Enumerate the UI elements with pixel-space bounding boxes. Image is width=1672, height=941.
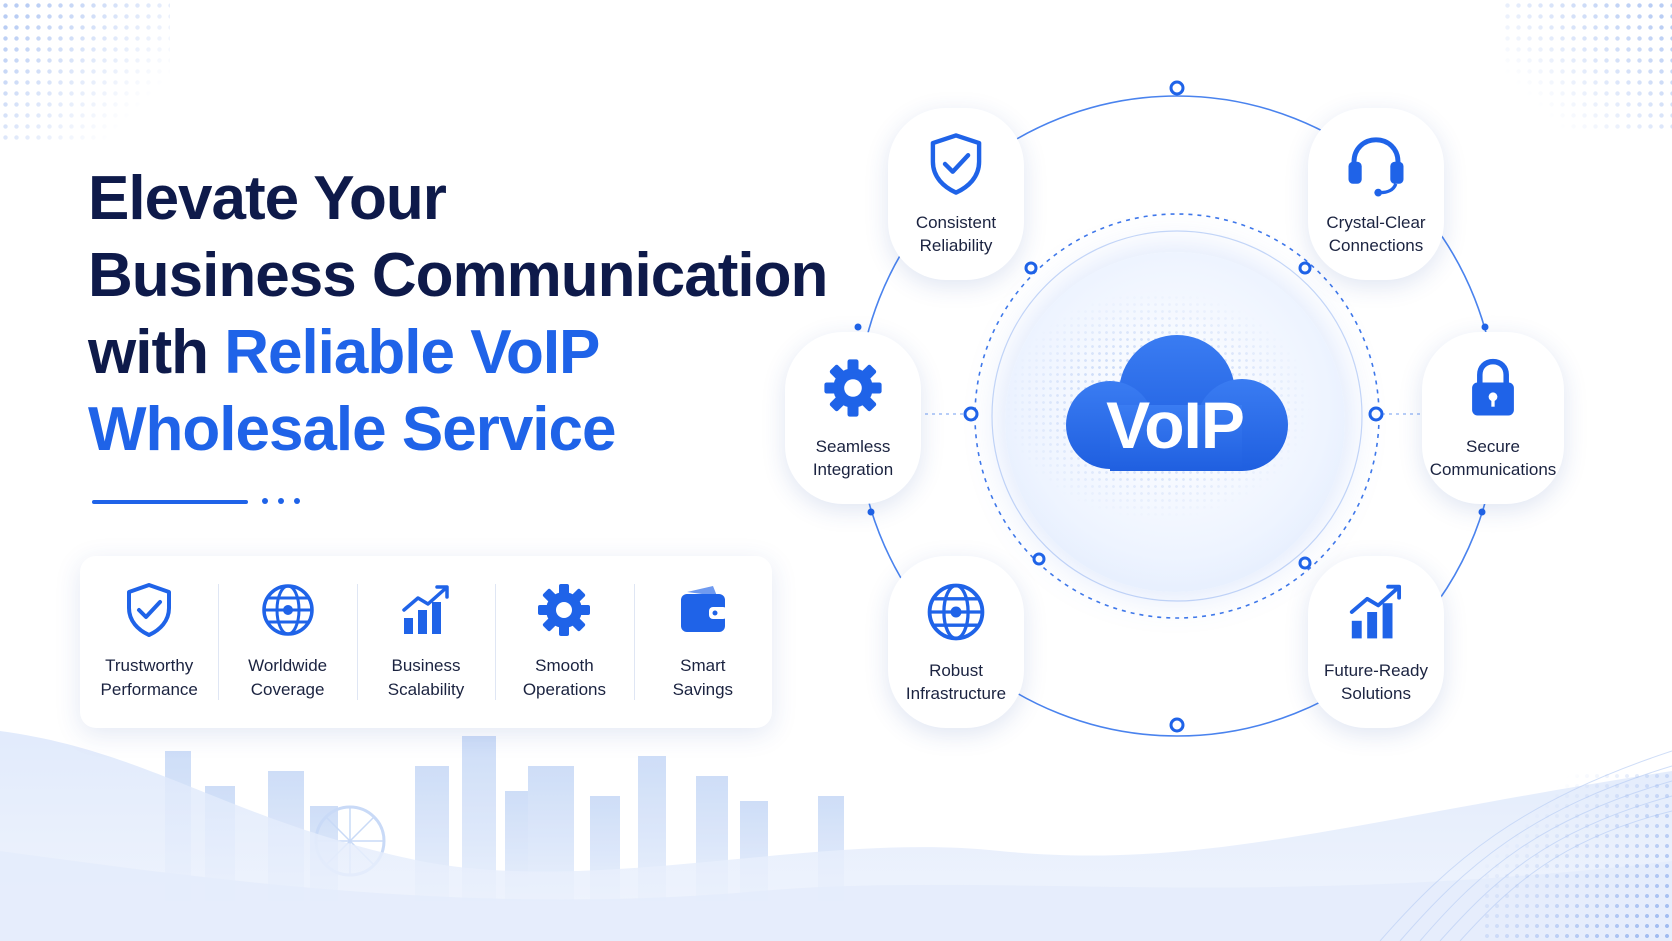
divider-dots — [262, 498, 300, 504]
feature-label: Business Scalability — [387, 656, 465, 699]
node-robust-infrastructure: Robust Infrastructure — [888, 556, 1024, 728]
feature-item-trustworthy-performance: Trustworthy Performance — [80, 556, 218, 728]
node-label: Future-Ready Solutions — [1324, 661, 1428, 703]
node-crystal-clear-connections: Crystal-Clear Connections — [1308, 108, 1444, 280]
city-skyline-background — [0, 731, 1672, 941]
shield-check-icon — [930, 133, 982, 195]
node-seamless-integration: Seamless Integration — [785, 332, 921, 504]
decorative-dots-top-left — [0, 0, 170, 140]
feature-label: Worldwide Coverage — [248, 656, 328, 699]
growth-chart-icon — [1349, 584, 1402, 639]
node-label: Crystal-Clear Connections — [1326, 213, 1426, 255]
decorative-dots-top-right — [1502, 0, 1672, 130]
gear-icon — [824, 359, 882, 417]
feature-item-smooth-operations: Smooth Operations — [495, 556, 633, 728]
feature-item-smart-savings: Smart Savings — [633, 556, 772, 728]
feature-label: Smooth Operations — [522, 656, 606, 699]
headline-divider — [92, 500, 248, 504]
node-consistent-reliability: Consistent Reliability — [888, 108, 1024, 280]
headline-line-2: Business Communication — [88, 241, 828, 310]
feature-item-worldwide-coverage: Worldwide Coverage — [218, 556, 356, 728]
gear-icon — [538, 584, 591, 636]
headline-line-4-accent: Wholesale Service — [88, 395, 616, 464]
feature-label: Smart Savings — [672, 656, 734, 699]
page-headline: Elevate Your Business Communication with… — [88, 160, 828, 468]
globe-icon — [927, 583, 985, 641]
cloud-icon — [1066, 335, 1288, 471]
lock-icon — [1472, 358, 1514, 416]
decorative-dots-bottom-right — [1482, 771, 1672, 941]
globe-icon — [261, 584, 314, 636]
headline-line-3-prefix: with — [88, 318, 225, 387]
hub-voip-label: VoIP — [1106, 388, 1245, 462]
node-label: Seamless Integration — [812, 437, 894, 479]
growth-chart-icon — [402, 585, 449, 634]
node-future-ready-solutions: Future-Ready Solutions — [1308, 556, 1444, 728]
node-label: Consistent Reliability — [915, 213, 997, 255]
headline-line-1: Elevate Your — [88, 164, 447, 233]
feature-label: Trustworthy Performance — [100, 656, 198, 699]
wallet-icon — [680, 586, 727, 632]
feature-strip: Trustworthy Performance Worldwide Covera… — [80, 556, 772, 728]
node-secure-communications: Secure Communications — [1422, 332, 1564, 504]
feature-item-business-scalability: Business Scalability — [356, 556, 495, 728]
shield-check-icon — [127, 583, 172, 637]
node-label: Robust Infrastructure — [905, 661, 1007, 703]
node-label: Secure Communications — [1429, 437, 1557, 479]
headline-line-3-accent: Reliable VoIP — [224, 318, 600, 387]
headset-icon — [1348, 137, 1404, 197]
